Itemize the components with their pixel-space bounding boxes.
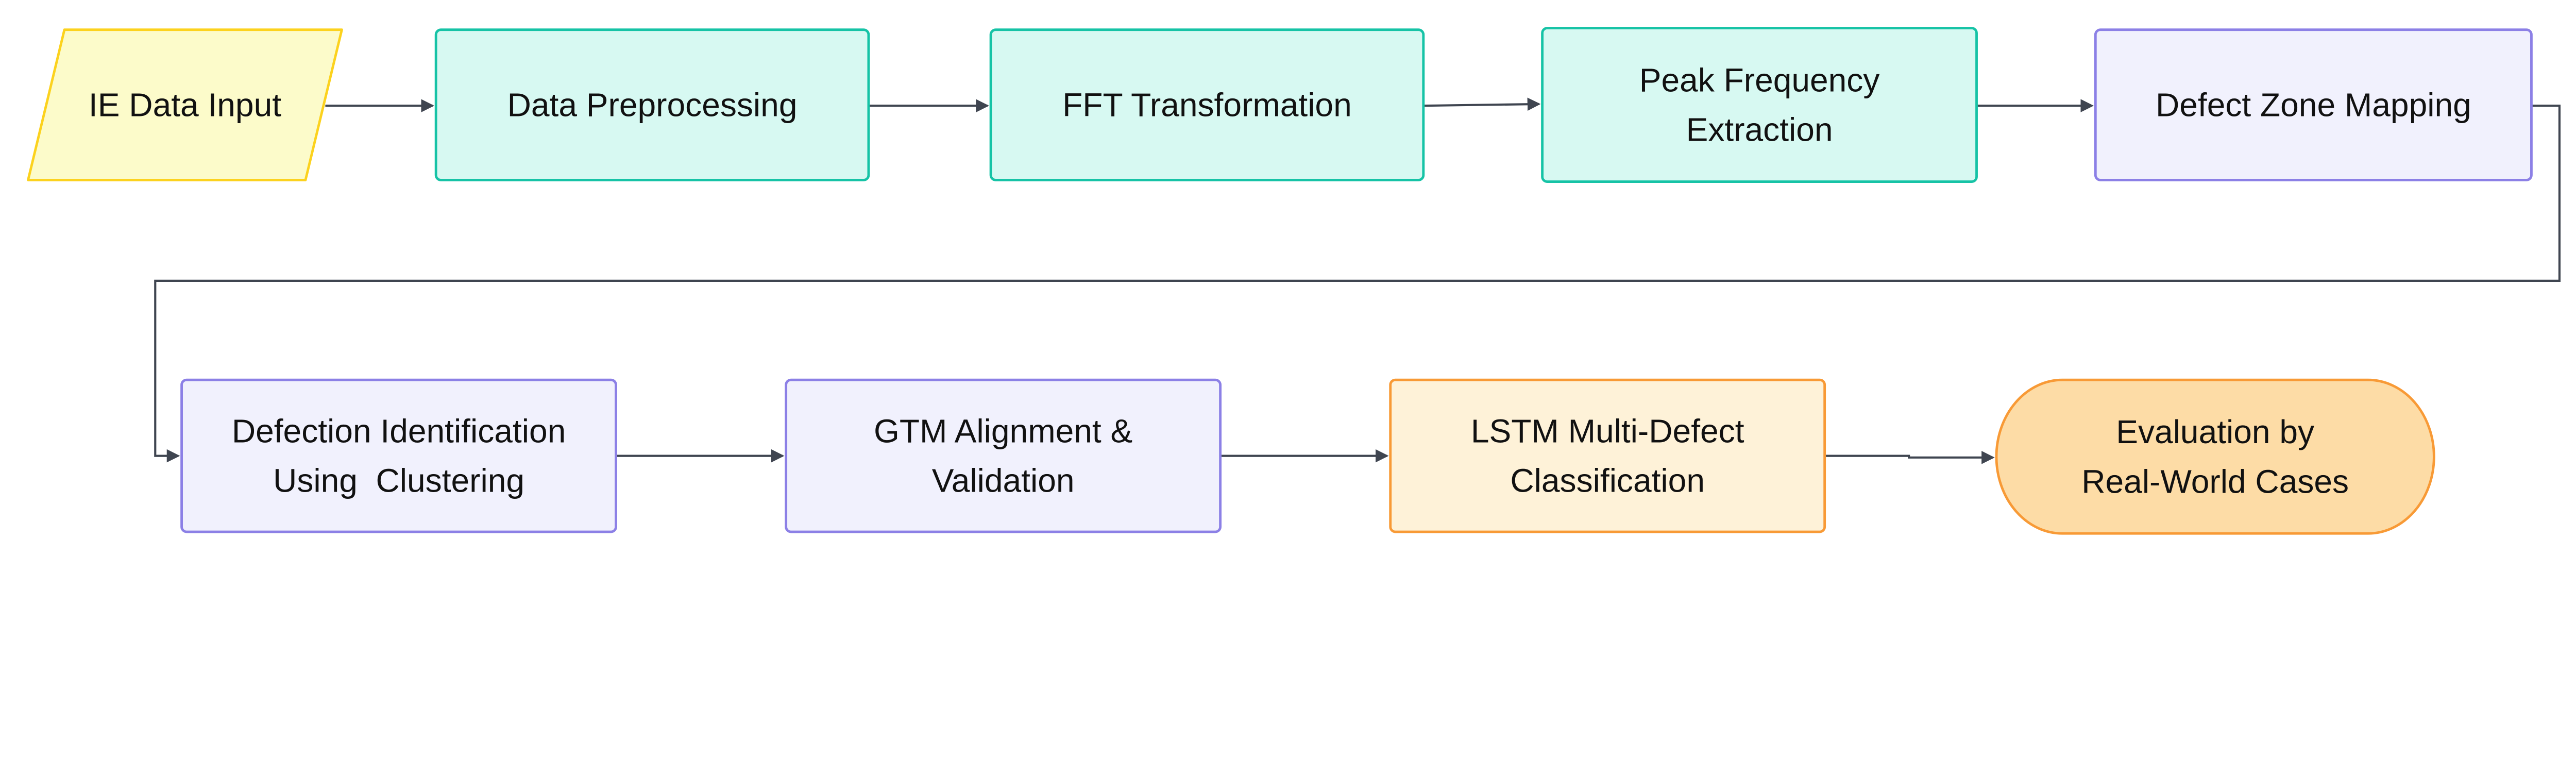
node-shape <box>1541 27 1978 183</box>
node-label: Classification <box>1510 462 1705 499</box>
node-label: LSTM Multi-Defect <box>1471 413 1744 450</box>
node-shape <box>27 28 343 181</box>
nodes-layer: IE Data Input Data Preprocessing FFT Trans… <box>27 27 2533 535</box>
node-data-preprocessing: Data Preprocessing <box>434 28 870 181</box>
node-label: Using Clustering <box>273 462 524 499</box>
node-fft-transformation: FFT Transformation <box>989 28 1425 181</box>
node-label: IE Data Input <box>89 87 281 124</box>
node-gtm-alignment: GTM Alignment & Validation <box>785 378 1222 533</box>
node-label: FFT Transformation <box>1062 87 1352 124</box>
node-shape <box>989 28 1425 181</box>
edge-fft-transformation-to-peak-frequency-extraction <box>1423 97 1541 111</box>
node-shape <box>1389 378 1826 533</box>
flowchart: IE Data Input Data Preprocessing FFT Trans… <box>27 27 2561 535</box>
node-shape <box>1995 378 2435 535</box>
node-ie-data-input: IE Data Input <box>27 28 343 181</box>
node-label: Evaluation by <box>2116 413 2314 450</box>
node-shape <box>785 378 1222 533</box>
node-shape <box>2094 28 2533 181</box>
node-label: Defect Zone Mapping <box>2156 87 2471 124</box>
node-label: Real-World Cases <box>2081 463 2349 500</box>
node-label: Validation <box>932 462 1075 499</box>
node-label: Extraction <box>1686 111 1833 148</box>
node-defect-zone-mapping: Defect Zone Mapping <box>2094 28 2533 181</box>
node-label: GTM Alignment & <box>874 413 1132 450</box>
node-label: Peak Frequency <box>1639 61 1880 98</box>
edges-layer <box>154 97 2561 464</box>
edge-defect-zone-mapping-to-defection-identification <box>154 105 2561 463</box>
node-label: Data Preprocessing <box>507 87 798 124</box>
edge-lstm-classification-to-evaluation <box>1824 450 1995 464</box>
node-label: Defection Identification <box>232 413 566 450</box>
node-evaluation: Evaluation by Real-World Cases <box>1995 378 2435 535</box>
node-shape <box>434 28 870 181</box>
node-shape <box>180 378 617 533</box>
